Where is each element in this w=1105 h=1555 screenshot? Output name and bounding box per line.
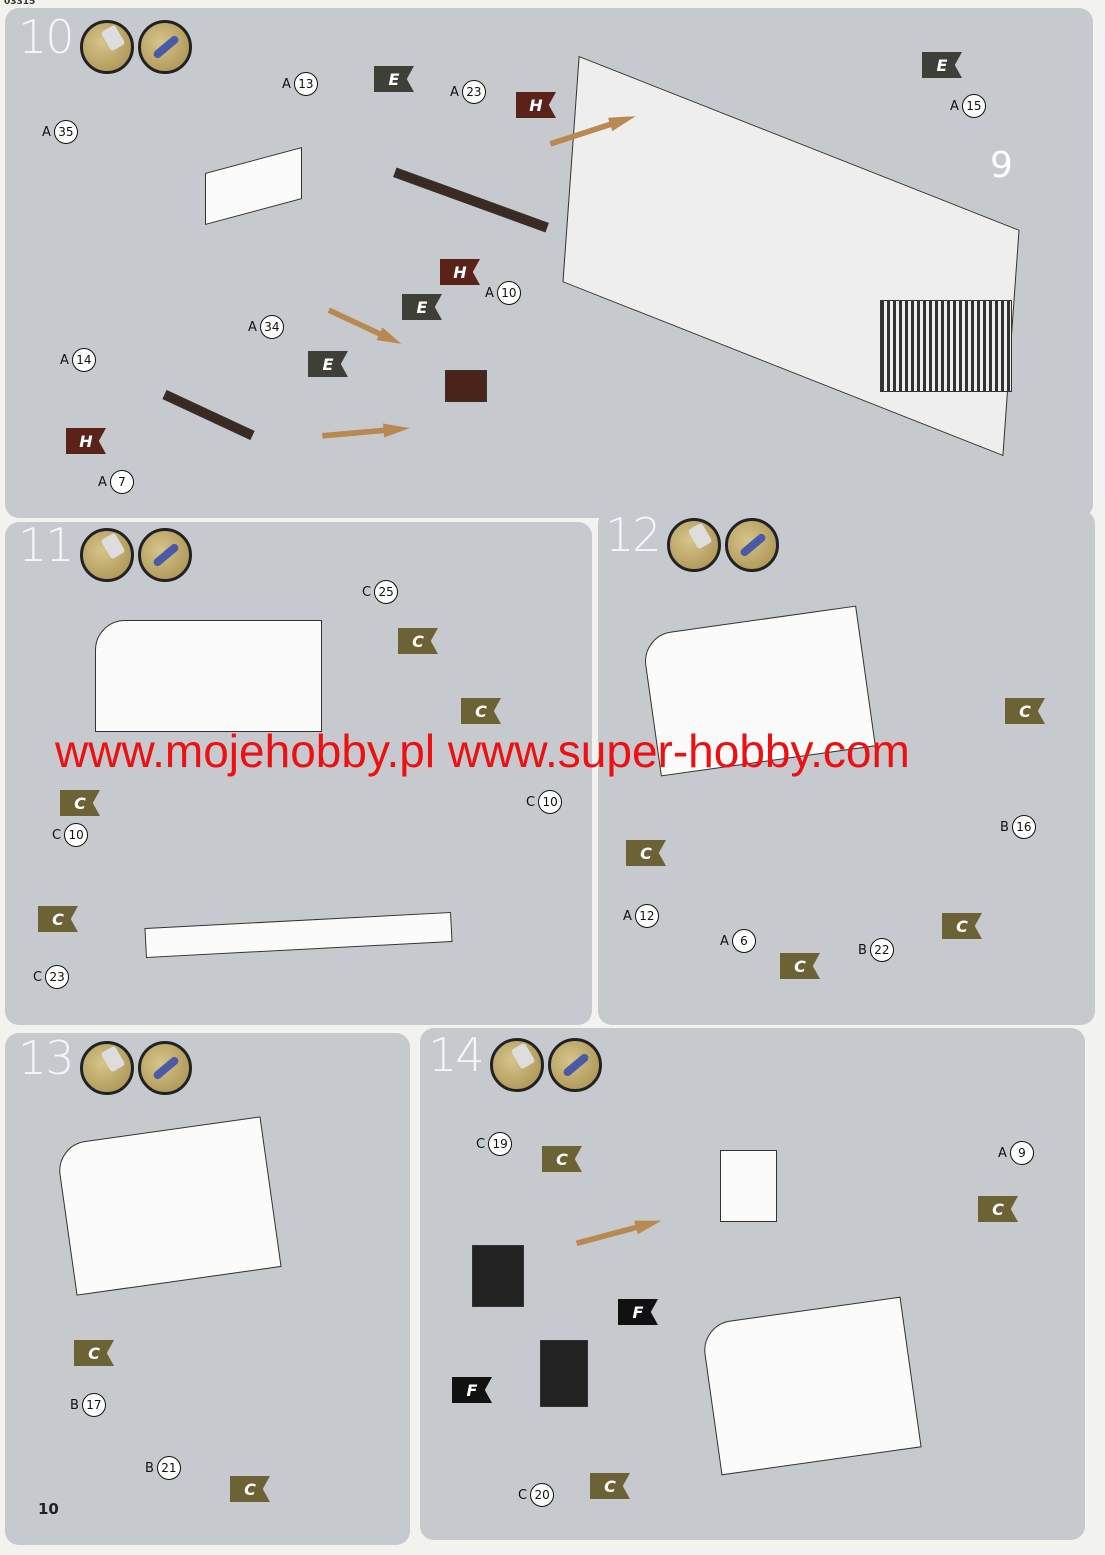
sprue-letter: A [282, 76, 291, 92]
part-number: 6 [731, 929, 756, 953]
step-number: 11 [18, 518, 75, 572]
part-number: 15 [961, 94, 986, 118]
watermark: www.mojehobby.pl www.super-hobby.com [55, 725, 910, 777]
paint-icon [138, 1041, 192, 1095]
reference-number: 9 [990, 145, 1013, 186]
sprue-letter: C [362, 584, 372, 600]
engine-grille-drawing [880, 300, 1012, 392]
paint-icon [138, 20, 192, 74]
sprue-letter: A [248, 319, 257, 335]
sprue-letter: A [998, 1145, 1007, 1161]
sprue-letter: B [145, 1460, 154, 1476]
color-flag: C [1005, 698, 1045, 724]
sprue-letter: C [33, 969, 43, 985]
sprue-letter: A [623, 908, 632, 924]
sprue-letter: B [1000, 819, 1009, 835]
sprue-letter: A [450, 84, 459, 100]
sprue-letter: C [476, 1136, 486, 1152]
superstructure-13-drawing [55, 1116, 282, 1296]
part-number: 14 [71, 348, 96, 372]
part-number: 16 [1011, 815, 1036, 839]
part-number: 20 [530, 1483, 555, 1507]
sprue-letter: C [518, 1487, 528, 1503]
page-number: 10 [38, 1500, 59, 1518]
part-number: 13 [293, 72, 318, 96]
panel-drawing [540, 1340, 588, 1407]
step-number: 10 [18, 10, 75, 64]
frame-drawing [472, 1245, 524, 1307]
sprue-letter: A [485, 285, 494, 301]
step-13-panel [5, 1033, 410, 1545]
kit-code: 03315 [4, 0, 36, 7]
part-number: 9 [1009, 1141, 1034, 1165]
sprue-letter: B [858, 942, 867, 958]
glue-icon [80, 1041, 134, 1095]
glue-icon [80, 20, 134, 74]
superstructure-14-drawing [700, 1296, 922, 1476]
glue-icon [80, 528, 134, 582]
color-flag: H [440, 259, 480, 285]
part-number: 12 [634, 904, 659, 928]
step-number: 12 [605, 508, 662, 562]
sprue-letter: A [42, 124, 51, 140]
part-number: 7 [109, 470, 134, 494]
part-number: 34 [259, 315, 284, 339]
paint-icon [725, 518, 779, 572]
part-number: 10 [538, 790, 563, 814]
part-number: 10 [64, 823, 89, 847]
part-number: 25 [374, 580, 399, 604]
step-number: 14 [428, 1028, 485, 1082]
step-number: 13 [18, 1031, 75, 1085]
part-number: 23 [45, 965, 70, 989]
sprue-letter: C [52, 827, 62, 843]
paint-icon [138, 528, 192, 582]
superstructure-11-drawing [95, 620, 322, 732]
paint-icon [548, 1038, 602, 1092]
sprue-letter: B [70, 1397, 79, 1413]
part-number: 22 [869, 938, 894, 962]
part-number: 10 [496, 281, 521, 305]
sprue-letter: A [950, 98, 959, 114]
glue-icon [667, 518, 721, 572]
part-number: 17 [81, 1393, 106, 1417]
part-number: 21 [156, 1456, 181, 1480]
rack-drawing [720, 1150, 777, 1222]
part-number: 19 [488, 1132, 513, 1156]
sprue-letter: A [60, 352, 69, 368]
part-number: 23 [461, 80, 486, 104]
glue-icon [490, 1038, 544, 1092]
part-number: 35 [53, 120, 78, 144]
sprue-letter: C [526, 794, 536, 810]
crate-drawing [445, 370, 487, 402]
sprue-letter: A [720, 933, 729, 949]
color-flag: C [590, 1473, 630, 1499]
sprue-letter: A [98, 474, 107, 490]
